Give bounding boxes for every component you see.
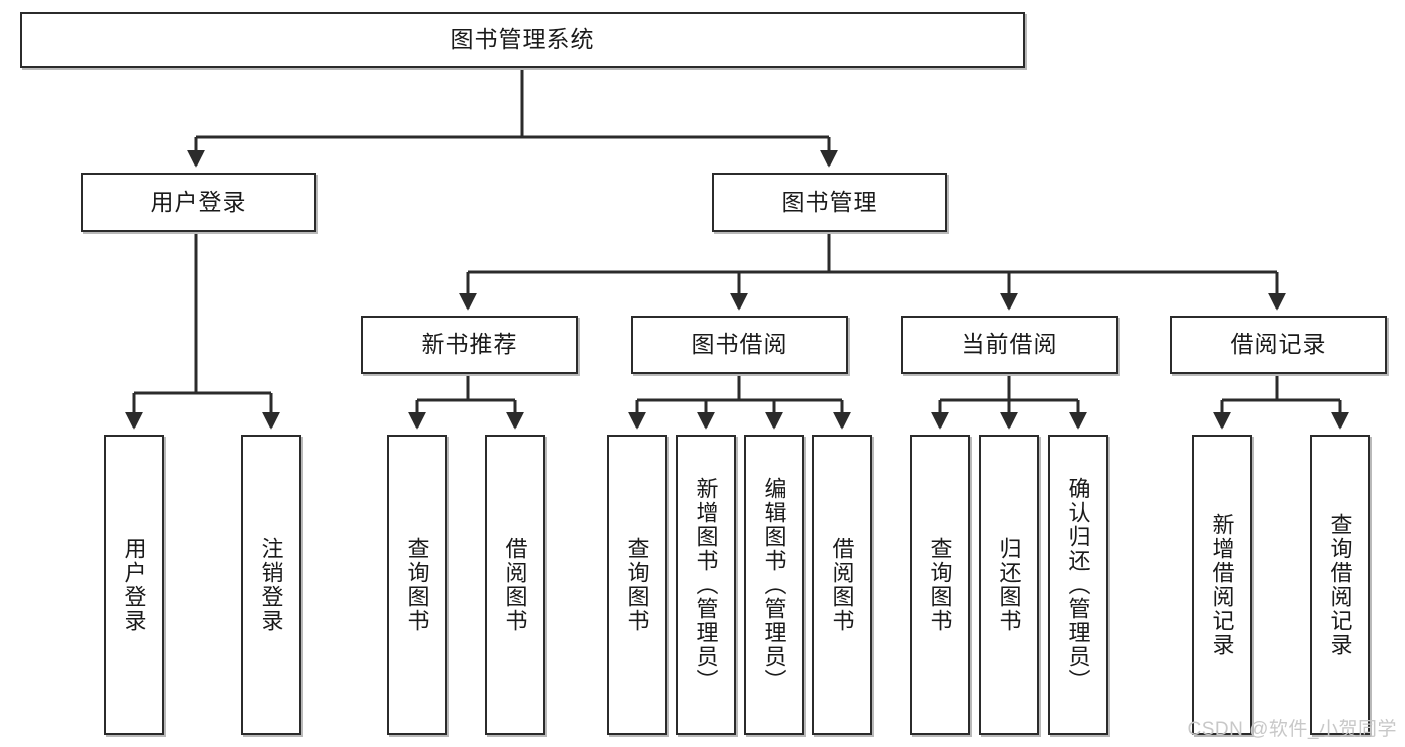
leaf-return-book-label: 归还图书 <box>996 537 1022 633</box>
leaf-query-book-1-label: 查询图书 <box>404 537 430 633</box>
node-book-management-label: 图书管理 <box>781 188 878 215</box>
leaf-user-login-label: 用户登录 <box>121 537 147 633</box>
node-book-management[interactable]: 图书管理 <box>712 173 947 232</box>
leaf-logout-login-label: 注销登录 <box>258 537 284 633</box>
leaf-query-book-3-label: 查询图书 <box>927 537 953 633</box>
watermark: CSDN @软件_小贺同学 <box>1187 719 1397 740</box>
node-book-borrow-label: 图书借阅 <box>691 331 788 358</box>
leaf-add-book-label: 新增图书（管理员） <box>693 477 719 693</box>
leaf-query-book-3[interactable]: 查询图书 <box>910 435 970 735</box>
node-current-borrow[interactable]: 当前借阅 <box>901 316 1118 374</box>
leaf-borrow-book-1[interactable]: 借阅图书 <box>485 435 545 735</box>
node-borrow-record-label: 借阅记录 <box>1230 331 1327 358</box>
node-current-borrow-label: 当前借阅 <box>961 331 1058 358</box>
leaf-query-record-label: 查询借阅记录 <box>1327 513 1353 657</box>
node-book-borrow[interactable]: 图书借阅 <box>631 316 848 374</box>
node-user-login-label: 用户登录 <box>150 188 247 215</box>
leaf-confirm-return-label: 确认归还（管理员） <box>1065 477 1091 693</box>
leaf-borrow-book-1-label: 借阅图书 <box>502 537 528 633</box>
leaf-query-book-2[interactable]: 查询图书 <box>607 435 667 735</box>
node-root-label: 图书管理系统 <box>450 26 595 53</box>
node-borrow-record[interactable]: 借阅记录 <box>1170 316 1387 374</box>
leaf-query-record[interactable]: 查询借阅记录 <box>1310 435 1370 735</box>
leaf-user-login[interactable]: 用户登录 <box>104 435 164 735</box>
node-user-login[interactable]: 用户登录 <box>81 173 316 232</box>
leaf-logout-login[interactable]: 注销登录 <box>241 435 301 735</box>
leaf-return-book[interactable]: 归还图书 <box>979 435 1039 735</box>
leaf-edit-book[interactable]: 编辑图书（管理员） <box>744 435 804 735</box>
leaf-add-book[interactable]: 新增图书（管理员） <box>676 435 736 735</box>
leaf-add-record[interactable]: 新增借阅记录 <box>1192 435 1252 735</box>
leaf-query-book-2-label: 查询图书 <box>624 537 650 633</box>
leaf-borrow-book-2[interactable]: 借阅图书 <box>812 435 872 735</box>
leaf-borrow-book-2-label: 借阅图书 <box>829 537 855 633</box>
node-new-book-recommend-label: 新书推荐 <box>421 331 518 358</box>
node-root[interactable]: 图书管理系统 <box>20 12 1025 68</box>
node-new-book-recommend[interactable]: 新书推荐 <box>361 316 578 374</box>
leaf-confirm-return[interactable]: 确认归还（管理员） <box>1048 435 1108 735</box>
leaf-edit-book-label: 编辑图书（管理员） <box>761 477 787 693</box>
leaf-query-book-1[interactable]: 查询图书 <box>387 435 447 735</box>
leaf-add-record-label: 新增借阅记录 <box>1209 513 1235 657</box>
